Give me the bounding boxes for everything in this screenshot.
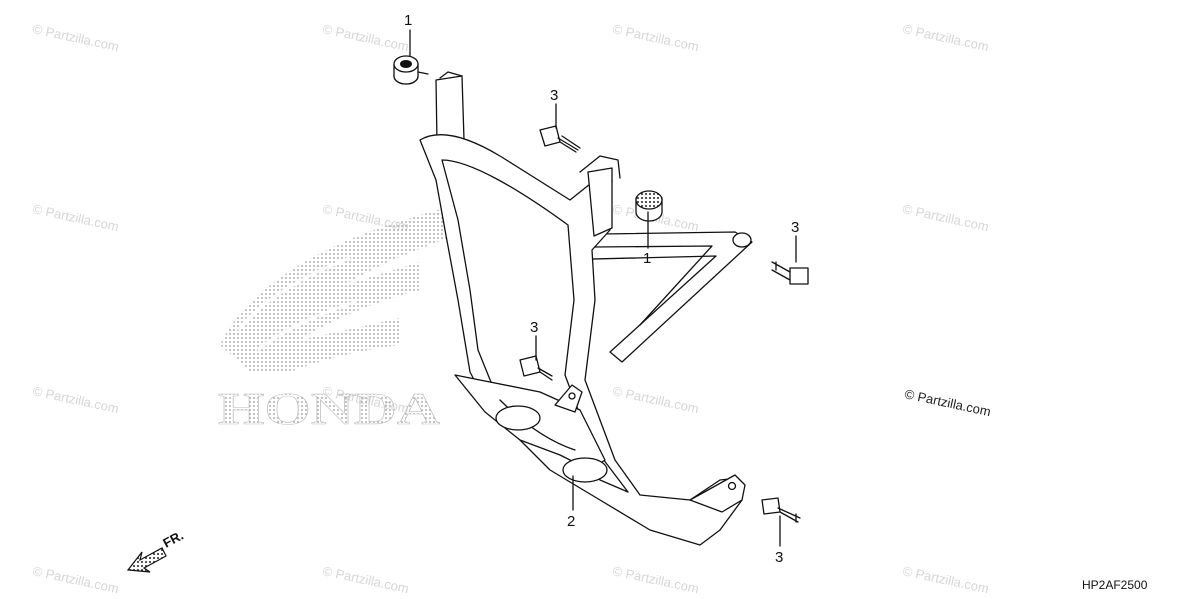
leader-lines	[409, 29, 797, 547]
grommet-top	[393, 55, 429, 85]
wing-icon	[220, 202, 470, 372]
callout-label: 2	[567, 513, 575, 530]
arrow-icon	[126, 547, 167, 573]
callout-label: 1	[643, 250, 651, 267]
watermark: © Partzilla.com	[31, 201, 120, 234]
watermark: © Partzilla.com	[321, 563, 410, 596]
watermark: © Partzilla.com	[31, 21, 120, 54]
callout-label: 3	[550, 87, 558, 104]
callout-labels: 1 1 3 3 3 3 2	[404, 12, 799, 566]
diagram-code: HP2AF2500	[1082, 578, 1148, 592]
watermark: © Partzilla.com	[901, 563, 990, 596]
bolt-lower-right	[761, 497, 801, 523]
direction-indicator: FR.	[126, 528, 186, 573]
bolt-right	[771, 261, 809, 285]
bolt-upper-left	[539, 125, 581, 153]
copyright-text: © Partzilla.com	[903, 386, 992, 419]
watermark: © Partzilla.com	[901, 21, 990, 54]
watermark: © Partzilla.com	[611, 383, 700, 416]
watermark: © Partzilla.com	[31, 563, 120, 596]
grommet-right	[635, 190, 663, 222]
callout-label: 3	[530, 319, 538, 336]
brand-logo-text: HONDA	[218, 383, 440, 434]
callout-label: 3	[791, 219, 799, 236]
watermark: © Partzilla.com	[321, 21, 410, 54]
callout-label: 1	[404, 12, 412, 29]
front-guard-frame	[419, 71, 746, 546]
watermark: © Partzilla.com	[31, 383, 120, 416]
watermark: © Partzilla.com	[901, 201, 990, 234]
bolt-middle	[519, 355, 553, 381]
watermark: © Partzilla.com	[611, 563, 700, 596]
watermark: © Partzilla.com	[611, 21, 700, 54]
honda-logo: HONDA	[218, 202, 470, 434]
direction-label: FR.	[160, 528, 186, 551]
callout-label: 3	[775, 549, 783, 566]
